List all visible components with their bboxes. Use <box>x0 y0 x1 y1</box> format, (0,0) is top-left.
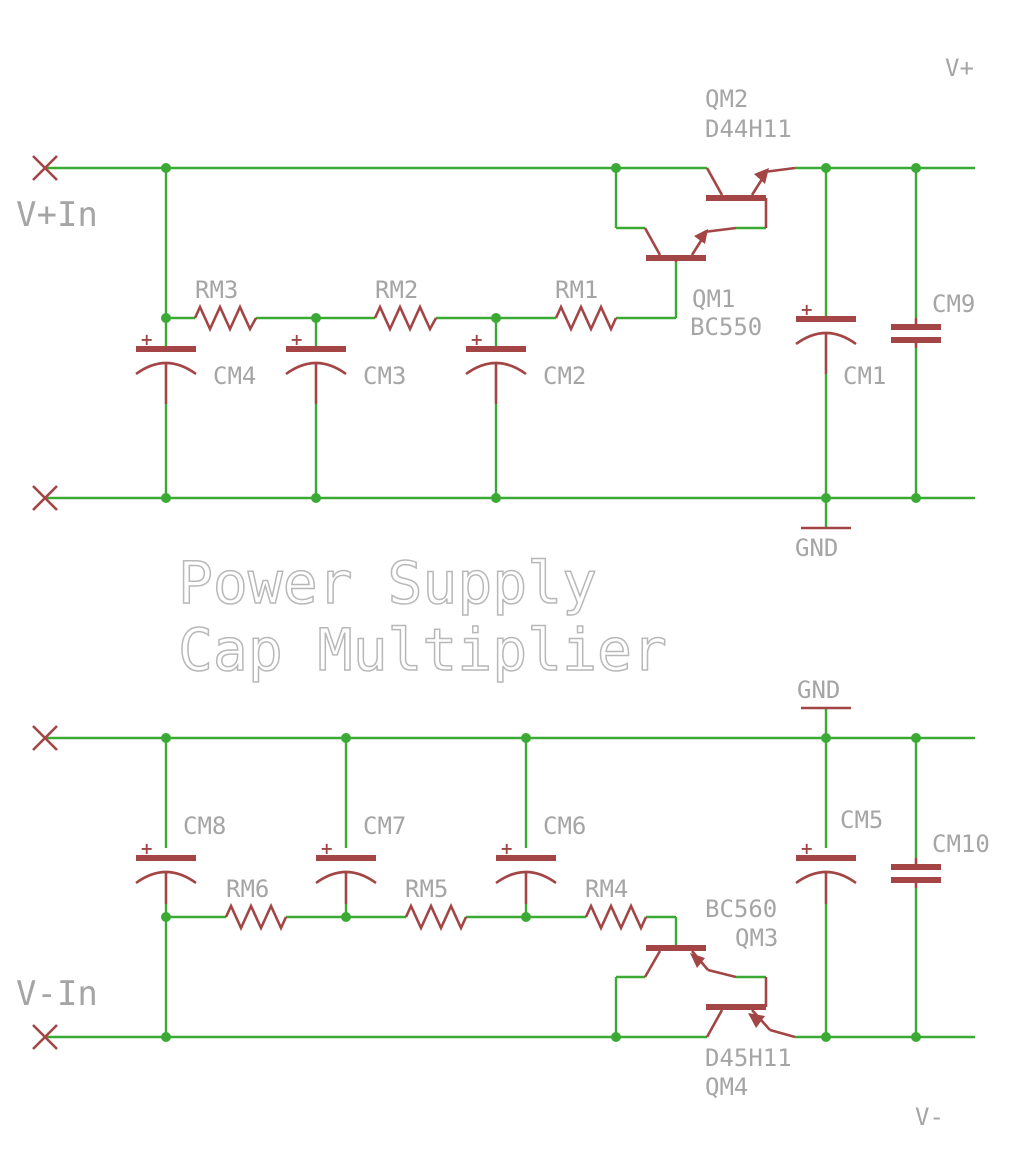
rm1-label: RM1 <box>555 276 598 304</box>
title-line-1: Power Supply <box>178 549 597 617</box>
qm1-value-label: BC550 <box>690 313 762 341</box>
qm3-value-label: BC560 <box>705 895 777 923</box>
transistor-qm4 <box>705 977 796 1039</box>
v-minus-in-label: V-In <box>16 974 98 1014</box>
title-line-2: Cap Multiplier <box>178 616 667 684</box>
qm1-name-label: QM1 <box>692 285 735 313</box>
capacitor-cm2 <box>465 346 527 404</box>
transistor-qm2 <box>705 166 796 228</box>
cm1-label: CM1 <box>843 362 886 390</box>
capacitor-cm3 <box>285 346 347 404</box>
cm6-label: CM6 <box>543 812 586 840</box>
v-minus-in-terminal <box>32 1024 58 1050</box>
capacitor-cm9 <box>891 318 941 348</box>
cm5-polarity-mark: + <box>800 839 813 858</box>
capacitor-cm4 <box>135 346 197 404</box>
resistor-rm4 <box>584 902 648 932</box>
negative-junctions <box>161 733 921 1042</box>
gnd-bottom-label: GND <box>797 676 840 704</box>
negative-rail-circuit: GND CM8 CM7 CM6 CM5 CM10 RM6 RM5 RM4 BC5… <box>16 676 990 1131</box>
cm5-label: CM5 <box>840 806 883 834</box>
capacitor-cm5 <box>795 855 857 904</box>
v-plus-out-label: V+ <box>945 54 974 82</box>
rm5-label: RM5 <box>405 875 448 903</box>
resistor-rm5 <box>404 902 468 932</box>
capacitor-cm7 <box>315 855 377 904</box>
rm4-label: RM4 <box>585 875 628 903</box>
transistor-qm1 <box>643 226 737 262</box>
cm7-polarity-mark: + <box>320 839 333 858</box>
cm9-label: CM9 <box>932 290 975 318</box>
transistor-qm3 <box>643 945 737 979</box>
resistor-rm1 <box>554 303 618 333</box>
cm10-label: CM10 <box>932 830 990 858</box>
cm7-label: CM7 <box>363 812 406 840</box>
positive-rail-circuit: V+ QM2 D44H11 V+In RM3 RM2 RM1 QM1 BC550… <box>16 54 975 562</box>
qm4-value-label: D45H11 <box>705 1044 792 1072</box>
cm4-polarity-mark: + <box>140 330 153 349</box>
capacitor-cm6 <box>495 855 557 904</box>
cm1-polarity-mark: + <box>800 300 813 319</box>
v-plus-in-label: V+In <box>16 195 98 235</box>
cm3-label: CM3 <box>363 362 406 390</box>
schematic-title: Power Supply Cap Multiplier <box>177 548 667 685</box>
capacitor-cm1 <box>795 316 857 374</box>
cm3-polarity-mark: + <box>290 330 303 349</box>
negative-return-terminal <box>32 725 58 751</box>
rm2-label: RM2 <box>375 276 418 304</box>
cm8-polarity-mark: + <box>140 839 153 858</box>
qm4-name-label: QM4 <box>705 1073 748 1101</box>
rm6-label: RM6 <box>226 875 269 903</box>
cm2-polarity-mark: + <box>470 330 483 349</box>
qm2-name-label: QM2 <box>705 85 748 113</box>
positive-return-terminal <box>32 485 58 511</box>
v-minus-out-label: V- <box>915 1103 944 1131</box>
cm8-label: CM8 <box>183 812 226 840</box>
capacitor-cm8 <box>135 855 197 904</box>
qm3-name-label: QM3 <box>735 924 778 952</box>
resistor-rm3 <box>193 303 258 333</box>
cm2-label: CM2 <box>543 362 586 390</box>
v-plus-in-terminal <box>32 155 58 181</box>
qm2-value-label: D44H11 <box>705 115 792 143</box>
negative-wires <box>45 708 975 1039</box>
capacitor-cm10 <box>891 858 941 888</box>
rm3-label: RM3 <box>195 276 238 304</box>
cm6-polarity-mark: + <box>500 839 513 858</box>
positive-junctions <box>161 163 921 503</box>
cm4-label: CM4 <box>213 362 256 390</box>
gnd-top-label: GND <box>795 534 838 562</box>
resistor-rm6 <box>224 902 288 932</box>
resistor-rm2 <box>373 303 438 333</box>
